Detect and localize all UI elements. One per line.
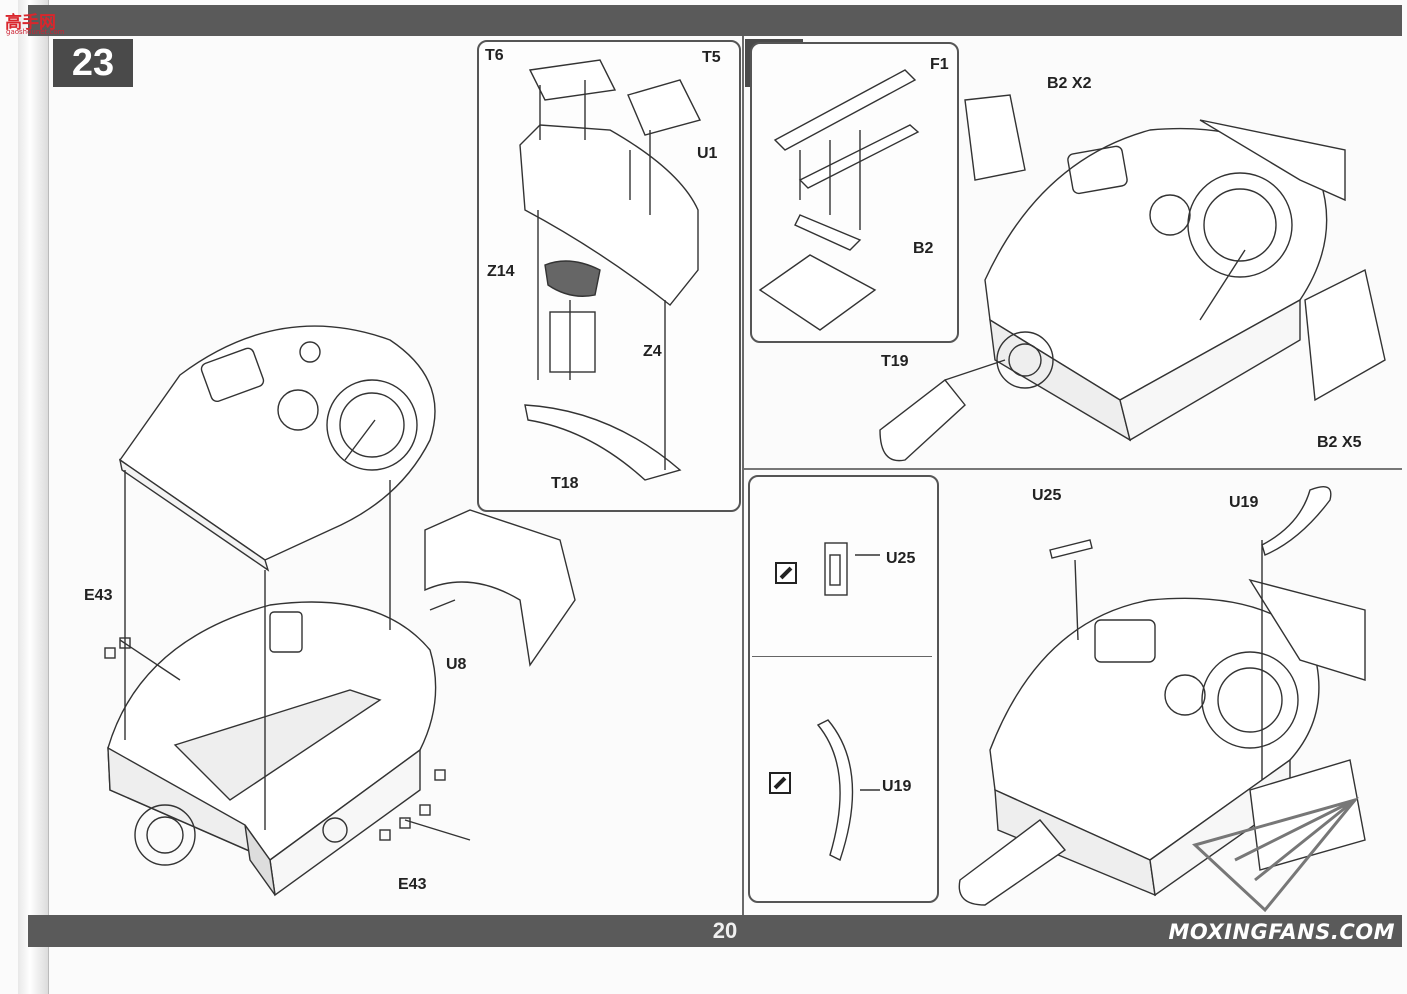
label-z14: Z14 (487, 263, 515, 280)
label-u25-main: U25 (1032, 487, 1062, 504)
brand-watermark: MOXINGFANS.COM (1168, 920, 1395, 944)
top-bar (28, 5, 1402, 36)
label-f1: F1 (930, 56, 949, 73)
step-number-23: 23 (53, 39, 133, 87)
label-b2: B2 (913, 240, 934, 257)
label-u8: U8 (446, 656, 467, 673)
label-u1: U1 (697, 145, 718, 162)
label-e43-left: E43 (84, 587, 113, 604)
label-b2-x2: B2 X2 (1047, 75, 1092, 92)
vertical-divider (742, 36, 744, 915)
label-t5: T5 (702, 49, 721, 66)
bottom-bar (28, 915, 1402, 947)
site-logo-url: gaoshounet.com (6, 28, 65, 36)
photo-etch-icon (775, 562, 797, 584)
page-number: 20 (712, 918, 738, 943)
turret-completed-drawing (958, 540, 1366, 906)
label-u25-detail: U25 (886, 550, 916, 567)
label-b2-x5: B2 X5 (1317, 434, 1362, 451)
photo-etch-icon (769, 772, 791, 794)
track-links-drawing (758, 69, 920, 331)
cupola-parts-drawing (519, 59, 702, 481)
turret-with-tracks-drawing (964, 94, 1386, 442)
site-logo-text: 高手网 (5, 13, 56, 33)
site-logo[interactable]: 高手网 gaoshounet.com (5, 8, 69, 38)
horizontal-divider (744, 468, 1402, 470)
label-t19: T19 (881, 353, 909, 370)
label-u19-detail: U19 (882, 778, 912, 795)
label-t18: T18 (551, 475, 579, 492)
page-binding (18, 0, 49, 994)
label-z4: Z4 (643, 343, 662, 360)
turret-body-drawing (107, 601, 437, 897)
label-e43-bottom: E43 (398, 876, 427, 893)
label-t6: T6 (485, 47, 504, 64)
label-u19-main: U19 (1229, 494, 1259, 511)
detail-panel-divider (752, 656, 932, 657)
turret-roof-drawing (118, 325, 436, 572)
